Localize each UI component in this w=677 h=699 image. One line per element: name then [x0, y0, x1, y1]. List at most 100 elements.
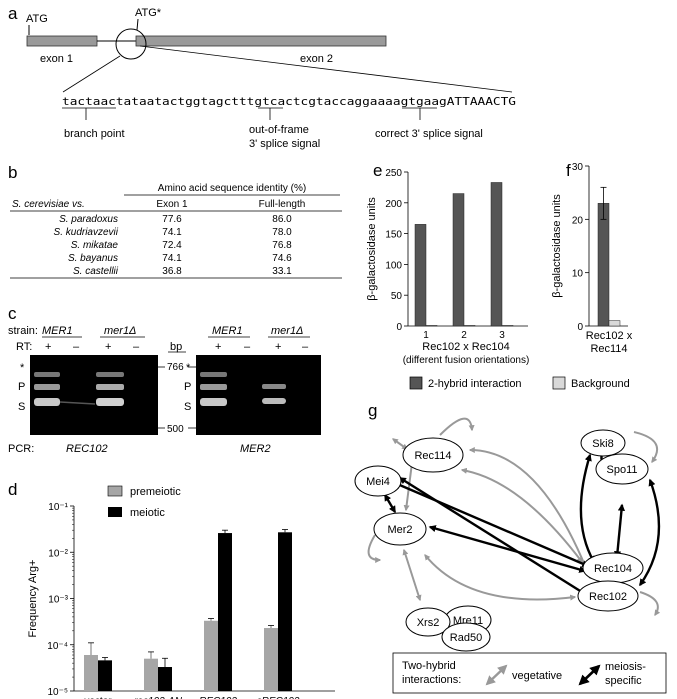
- pcr-gene-right: MER2: [240, 443, 271, 455]
- table-col-species: S. cerevisiae vs.: [12, 199, 85, 210]
- legend-title-1: Two-hybrid: [402, 660, 456, 672]
- table-cell-exon1: 74.1: [162, 227, 182, 238]
- gel-S-right: S: [184, 401, 191, 413]
- interaction-legend-box: [392, 652, 667, 694]
- table-cell-species: S. paradoxus: [59, 214, 118, 225]
- x-tick-label: rec102-ΔN: [134, 696, 183, 699]
- atg-star-tick: [136, 18, 139, 31]
- legend-meiotic-label: meiotic: [130, 507, 165, 519]
- rt-plus: +: [275, 341, 281, 353]
- edge-spo11-rec102: [639, 478, 661, 587]
- legend-background-label: Background: [571, 378, 630, 390]
- y-tick-label: 100: [385, 260, 402, 271]
- bar-2-hybrid interaction: [452, 193, 465, 327]
- table-cell-species: S. kudriavzevii: [54, 227, 119, 238]
- out-of-frame-label-2: 3' splice signal: [249, 138, 320, 150]
- panel-label-b: b: [8, 163, 17, 182]
- x-tick-label: 3: [499, 330, 505, 341]
- x-axis-sublabel: (different fusion orientations): [403, 355, 530, 366]
- bar-Background: [463, 325, 476, 327]
- rt-label: RT:: [16, 341, 32, 353]
- node-ski8: Ski8: [580, 429, 626, 457]
- node-rec104: Rec104: [582, 552, 644, 584]
- gel-band-S: [96, 398, 124, 406]
- bp-766-label: 766: [167, 362, 184, 373]
- gel-S-left: S: [18, 401, 25, 413]
- bar-2-hybrid interaction: [490, 182, 503, 327]
- intron-sequence: tactaactataatactggtagctttgtcactcgtaccagg…: [62, 95, 516, 108]
- node-label: Mer2: [387, 524, 412, 536]
- table-row: S. kudriavzevii 74.1 78.0: [54, 227, 293, 238]
- node-label: Spo11: [607, 464, 638, 476]
- y-tick-label: 0: [396, 322, 402, 333]
- gel-band-P: [96, 384, 124, 390]
- zoom-circle: [115, 28, 147, 60]
- bar-premeiotic: [264, 628, 278, 691]
- node-xrs2: Xrs2: [405, 607, 451, 637]
- node-label: Rec102: [589, 591, 627, 603]
- table-cell-full: 74.6: [272, 253, 292, 264]
- bar-meiotic: [218, 533, 232, 691]
- x-axis-label: Rec102 x Rec104: [422, 341, 509, 353]
- strain-label: strain:: [8, 325, 38, 337]
- zoom-line-left: [62, 55, 121, 93]
- gel-band-star: [200, 372, 227, 377]
- gel-band-star: [96, 372, 124, 377]
- legend-swatch-interaction: [409, 376, 423, 390]
- table-cell-species: S. bayanus: [68, 253, 118, 264]
- table-col-exon1: Exon 1: [156, 199, 188, 210]
- panel-label-e: e: [373, 161, 382, 180]
- node-label: Ski8: [592, 438, 613, 450]
- legend-swatch-meiotic: [108, 507, 122, 517]
- table-cell-exon1: 77.6: [162, 214, 182, 225]
- x-tick-label: REC102: [199, 696, 237, 699]
- gel-P-left: P: [18, 381, 25, 393]
- panel-label-c: c: [8, 304, 17, 323]
- exon2-label: exon 2: [300, 53, 333, 65]
- bar-Background: [608, 320, 621, 327]
- bar-meiotic: [278, 532, 292, 691]
- panel-label-d: d: [8, 480, 17, 499]
- legend-swatch-background: [552, 376, 566, 390]
- edge-mei4-rec102: [398, 476, 587, 596]
- node-rad50: Rad50: [441, 622, 491, 652]
- bar-premeiotic: [204, 620, 218, 691]
- panel-label-a: a: [8, 4, 18, 23]
- node-label: Xrs2: [417, 617, 440, 629]
- table-row: S. castellii 36.8 33.1: [73, 266, 292, 277]
- bar-Background: [501, 325, 514, 327]
- table-cell-full: 78.0: [272, 227, 292, 238]
- strain-mer1-right: MER1: [212, 325, 243, 337]
- edge-rec102-self: [639, 591, 661, 616]
- y-tick-label: 150: [385, 230, 402, 241]
- bar-premeiotic: [84, 655, 98, 691]
- gel-smear: [59, 401, 96, 405]
- strain-mer1d-right: mer1Δ: [271, 325, 303, 337]
- table-row: S. mikatae 72.4 76.8: [71, 240, 292, 251]
- node-label: Rad50: [450, 632, 482, 644]
- panel-label-g: g: [368, 401, 377, 420]
- table-cell-full: 33.1: [272, 266, 292, 277]
- edge-mei4-mer2: [383, 493, 397, 514]
- node-label: Mei4: [366, 476, 390, 488]
- correct-splice-label: correct 3' splice signal: [375, 128, 483, 140]
- rt-minus: –: [73, 341, 80, 353]
- pcr-label: PCR:: [8, 443, 34, 455]
- edge-mer2-xrs2: [402, 548, 422, 602]
- edge-rec114-self: [439, 417, 475, 436]
- bar-2-hybrid interaction: [597, 203, 610, 327]
- table-cell-species: S. castellii: [73, 266, 119, 277]
- bar-2-hybrid interaction: [414, 224, 427, 327]
- y-tick-label: 200: [385, 199, 402, 210]
- rt-plus: +: [105, 341, 111, 353]
- legend-vegetative-arrow: [485, 664, 508, 686]
- y-tick-label: 0: [577, 322, 583, 333]
- edge-rec114-rec104: [460, 467, 583, 563]
- gel-band-P: [262, 384, 286, 389]
- gel-band-S: [262, 398, 286, 404]
- table-header-identity: Amino acid sequence identity (%): [158, 183, 306, 194]
- gel-band-S: [34, 398, 60, 406]
